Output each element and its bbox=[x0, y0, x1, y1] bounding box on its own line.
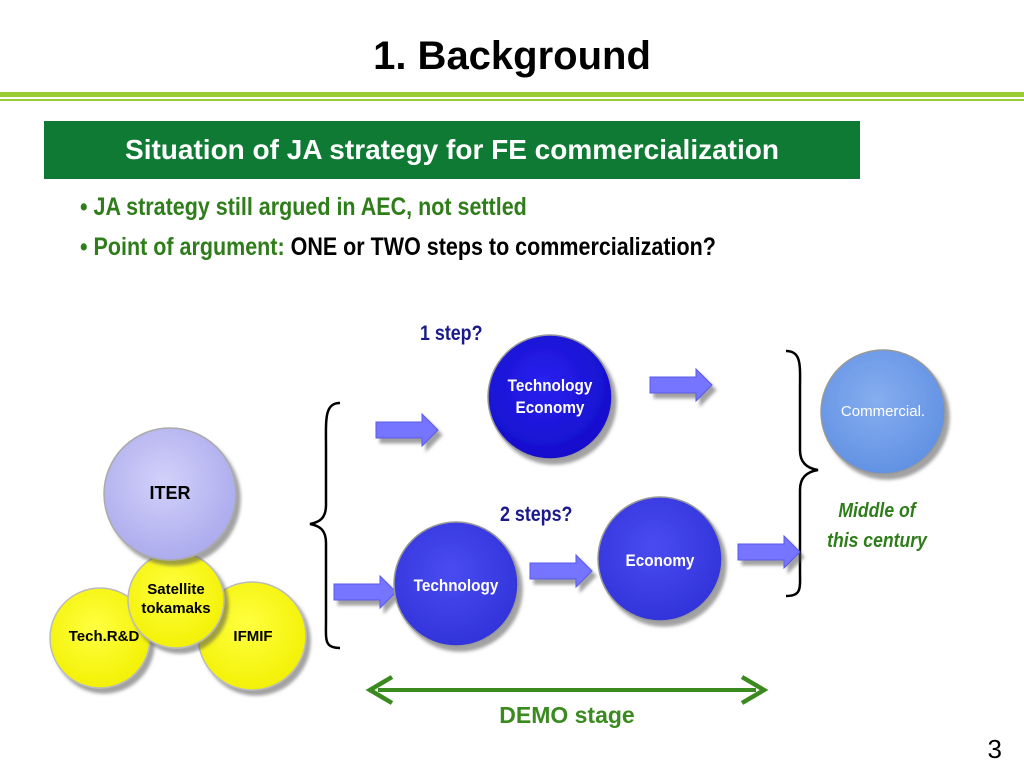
bullet-marker: • bbox=[80, 233, 88, 261]
bullet-2: • Point of argument: ONE or TWO steps to… bbox=[80, 231, 716, 263]
two-steps-label: 2 steps? bbox=[500, 503, 573, 526]
tech-rd-label: Tech.R&D bbox=[68, 628, 140, 645]
arrow-one-step-to-commercial bbox=[649, 368, 713, 402]
bullet-1: • JA strategy still argued in AEC, not s… bbox=[80, 191, 527, 223]
right-brace bbox=[785, 349, 819, 598]
commercial-circle bbox=[820, 349, 946, 475]
iter-circle bbox=[103, 427, 237, 561]
middle-of-century-label: Middle of this century bbox=[820, 496, 934, 556]
bullet-marker: • bbox=[80, 193, 88, 221]
tech-economy-circle bbox=[487, 334, 613, 460]
technology-circle bbox=[393, 521, 519, 647]
tech-economy-line1: Technology bbox=[507, 376, 593, 395]
section-heading: Situation of JA strategy for FE commerci… bbox=[44, 121, 860, 179]
demo-stage-label: DEMO stage bbox=[499, 702, 635, 728]
one-step-label: 1 step? bbox=[420, 322, 483, 345]
bullet-1-text: JA strategy still argued in AEC, not set… bbox=[93, 193, 527, 221]
arrow-economy-to-commercial bbox=[737, 535, 801, 569]
iter-label: ITER bbox=[149, 483, 191, 503]
tech-economy-line2: Economy bbox=[515, 398, 585, 417]
middle-line2: this century bbox=[827, 530, 927, 552]
demo-stage-arrow bbox=[365, 675, 769, 705]
arrow-to-one-step bbox=[375, 413, 439, 447]
economy-circle bbox=[597, 496, 723, 622]
arrow-tech-to-economy bbox=[529, 554, 593, 588]
ifmif-label: IFMIF bbox=[233, 628, 273, 645]
technology-label: Technology bbox=[413, 576, 499, 595]
arrow-to-two-steps bbox=[333, 575, 397, 609]
page-title: 1. Background bbox=[373, 34, 651, 78]
page-number: 3 bbox=[987, 734, 1002, 764]
left-brace bbox=[309, 401, 341, 650]
tech-economy-label: Technology Economy bbox=[496, 375, 604, 419]
bullet-2-text: ONE or TWO steps to commercialization? bbox=[290, 233, 716, 261]
satellite-label: Satellite tokamaks bbox=[141, 581, 211, 617]
middle-line1: Middle of bbox=[838, 500, 916, 522]
bullet-2-label: Point of argument: bbox=[93, 233, 285, 261]
economy-label: Economy bbox=[625, 551, 695, 570]
commercial-label: Commercial. bbox=[840, 403, 926, 420]
title-divider bbox=[0, 92, 1024, 101]
